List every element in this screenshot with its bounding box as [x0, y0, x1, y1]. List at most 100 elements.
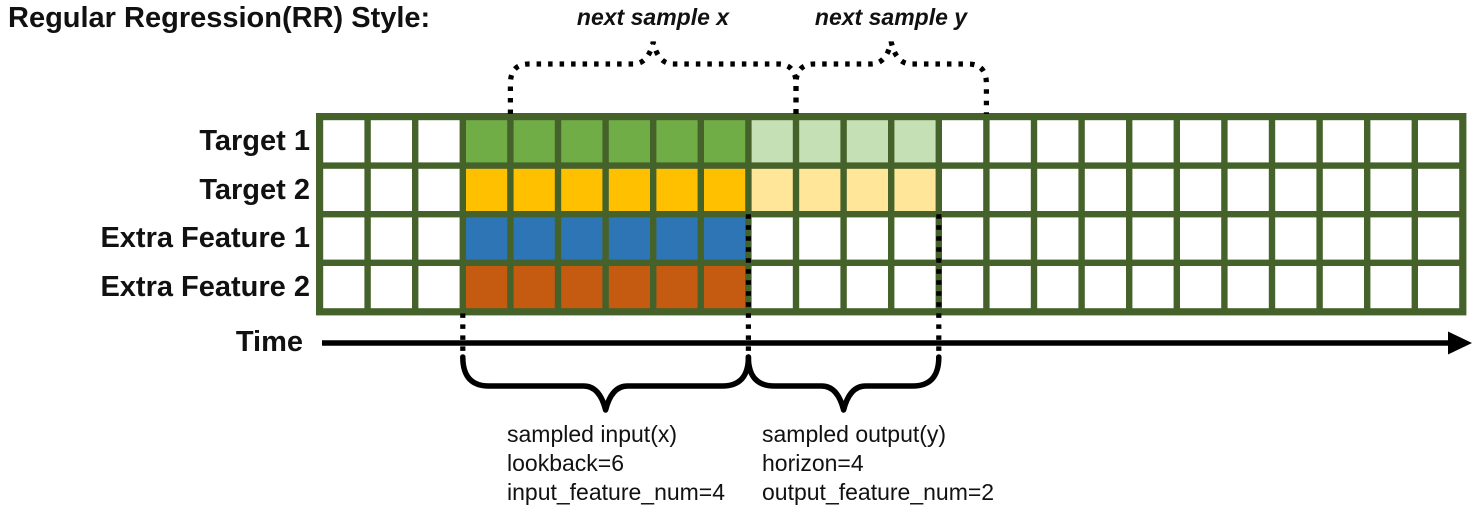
cell-r3-c21 [1275, 217, 1317, 260]
output-feature-num-value: output_feature_num=2 [762, 479, 995, 505]
cell-r2-c7 [608, 168, 650, 211]
sampled-output-annotation: sampled output(y) horizon=4 output_featu… [762, 420, 994, 507]
cell-r2-c22 [1322, 168, 1364, 211]
cell-r1-c20 [1227, 120, 1269, 163]
cell-r1-c1 [323, 120, 365, 163]
cell-r3-c6 [561, 217, 603, 260]
cell-r4-c10 [751, 266, 793, 309]
horizon-value: horizon=4 [762, 450, 864, 476]
next-sample-x-label: next sample x [576, 4, 730, 30]
cell-r4-c7 [608, 266, 650, 309]
sampled-input-brace [460, 354, 752, 413]
cell-r2-c15 [989, 168, 1031, 211]
cell-r2-c2 [370, 168, 412, 211]
cell-r3-c19 [1180, 217, 1222, 260]
cell-r2-c1 [323, 168, 365, 211]
row-label-target-1: Target 1 [199, 125, 310, 157]
cell-r1-c11 [799, 120, 841, 163]
cell-r4-c24 [1418, 266, 1460, 309]
cell-r4-c6 [561, 266, 603, 309]
cell-r4-c18 [1132, 266, 1174, 309]
cell-r2-c8 [656, 168, 698, 211]
cell-r1-c9 [704, 120, 746, 163]
grid-border [316, 113, 1467, 316]
cell-r3-c1 [323, 217, 365, 260]
cell-r4-c15 [989, 266, 1031, 309]
cell-r2-c5 [513, 168, 555, 211]
cell-r3-c12 [846, 217, 888, 260]
cell-r1-c8 [656, 120, 698, 163]
cell-r1-c4 [466, 120, 508, 163]
cell-r2-c13 [894, 168, 936, 211]
cell-r3-c9 [704, 217, 746, 260]
next-sample-y-brace [793, 41, 989, 114]
cell-r4-c23 [1370, 266, 1412, 309]
cell-r1-c23 [1370, 120, 1412, 163]
cell-r1-c18 [1132, 120, 1174, 163]
cell-r1-c5 [513, 120, 555, 163]
cell-r1-c15 [989, 120, 1031, 163]
cell-r3-c13 [894, 217, 936, 260]
cell-r3-c11 [799, 217, 841, 260]
cell-r1-c21 [1275, 120, 1317, 163]
cell-r1-c14 [942, 120, 984, 163]
cell-r2-c12 [846, 168, 888, 211]
input-feature-num-value: input_feature_num=4 [507, 479, 726, 505]
cell-r2-c11 [799, 168, 841, 211]
cell-r2-c17 [1084, 168, 1126, 211]
cell-r2-c16 [1037, 168, 1079, 211]
cell-r4-c8 [656, 266, 698, 309]
cell-r1-c3 [418, 120, 460, 163]
cell-r4-c14 [942, 266, 984, 309]
cell-r3-c3 [418, 217, 460, 260]
cell-r1-c7 [608, 120, 650, 163]
cell-r4-c9 [704, 266, 746, 309]
cell-r4-c2 [370, 266, 412, 309]
diagram-title: Regular Regression(RR) Style: [8, 2, 431, 34]
cell-r3-c15 [989, 217, 1031, 260]
cell-r3-c22 [1322, 217, 1364, 260]
cell-r2-c19 [1180, 168, 1222, 211]
cell-r4-c1 [323, 266, 365, 309]
time-axis-label: Time [235, 326, 303, 358]
cell-r4-c4 [466, 266, 508, 309]
cell-r3-c24 [1418, 217, 1460, 260]
cell-r3-c14 [942, 217, 984, 260]
cell-r2-c10 [751, 168, 793, 211]
sampled-input-annotation: sampled input(x) lookback=6 input_featur… [507, 420, 725, 507]
cell-r1-c2 [370, 120, 412, 163]
cell-r3-c16 [1037, 217, 1079, 260]
lookback-value: lookback=6 [507, 450, 624, 476]
cell-r3-c17 [1084, 217, 1126, 260]
cell-r4-c11 [799, 266, 841, 309]
cell-r1-c16 [1037, 120, 1079, 163]
cell-r4-c12 [846, 266, 888, 309]
cell-r1-c13 [894, 120, 936, 163]
cell-r3-c8 [656, 217, 698, 260]
cell-r1-c17 [1084, 120, 1126, 163]
cell-r3-c4 [466, 217, 508, 260]
next-sample-x-brace [507, 41, 799, 114]
row-label-target-2: Target 2 [199, 173, 310, 206]
cell-r2-c24 [1418, 168, 1460, 211]
time-axis-arrowhead [1448, 331, 1472, 355]
cell-r2-c9 [704, 168, 746, 211]
cell-r1-c6 [561, 120, 603, 163]
cell-r1-c22 [1322, 120, 1364, 163]
row-label-extra-feature-1: Extra Feature 1 [100, 222, 310, 255]
cell-r2-c6 [561, 168, 603, 211]
cell-r4-c13 [894, 266, 936, 309]
next-sample-y-label: next sample y [814, 4, 968, 30]
cell-r4-c17 [1084, 266, 1126, 309]
cell-r4-c19 [1180, 266, 1222, 309]
cell-r2-c3 [418, 168, 460, 211]
cell-r3-c20 [1227, 217, 1269, 260]
cell-r1-c24 [1418, 120, 1460, 163]
cell-r4-c20 [1227, 266, 1269, 309]
sampled-output-title: sampled output(y) [762, 421, 947, 447]
cell-r3-c7 [608, 217, 650, 260]
cell-r3-c10 [751, 217, 793, 260]
cell-r4-c5 [513, 266, 555, 309]
